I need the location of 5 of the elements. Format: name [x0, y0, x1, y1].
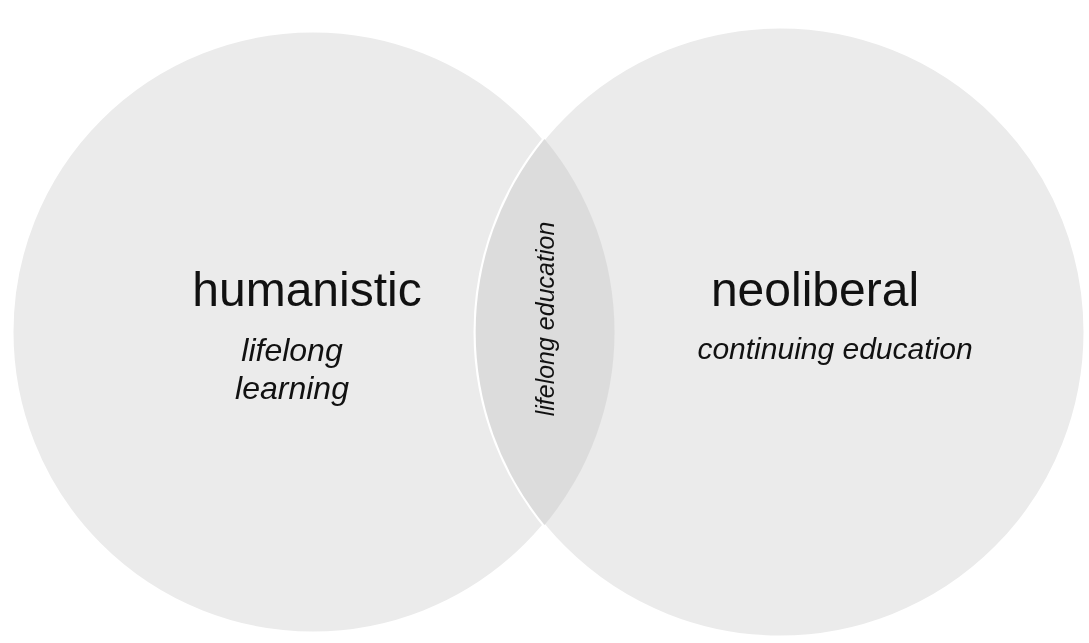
circle-heading: neoliberal: [709, 262, 921, 318]
circle-subtitle: continuing education: [696, 331, 974, 367]
overlap-label: lifelong education: [530, 220, 560, 419]
circle-heading: humanistic: [191, 262, 423, 318]
circle-subtitle: lifelong learning: [234, 331, 350, 408]
